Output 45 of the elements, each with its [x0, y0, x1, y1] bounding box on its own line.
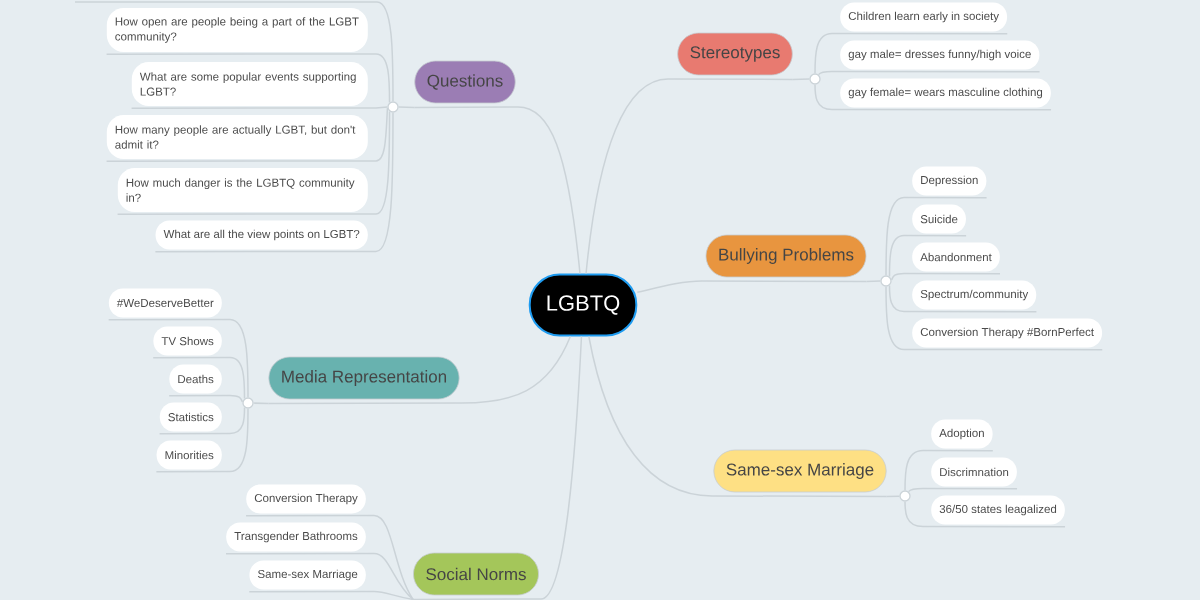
topic-bubble: Stereotypes — [677, 32, 793, 76]
branch-line — [105, 53, 391, 104]
branch-line — [888, 234, 967, 278]
branch-line — [158, 406, 246, 435]
branch-line — [152, 356, 246, 400]
branch-line — [155, 407, 249, 473]
subtopic-bubble: How open are people being a part of the LGBT community? — [106, 8, 368, 52]
subtopic-bubble: How many people are actually LGBT, but don't admit it? — [106, 115, 368, 159]
branch-line — [814, 32, 1008, 75]
subtopic-bubble: gay male= dresses funny/high voice — [840, 40, 1040, 70]
branch-line — [588, 335, 888, 498]
topic-bubble: Same-sex Marriage — [713, 449, 887, 493]
topic-bubble: Questions — [414, 60, 516, 104]
branch-line — [245, 514, 414, 600]
subtopic-bubble: Conversion Therapy #BornPerfect — [912, 318, 1103, 348]
branch-line — [814, 83, 1052, 111]
branch-line — [904, 449, 994, 492]
branch-line — [585, 78, 794, 275]
branch-line — [248, 590, 414, 600]
subtopic-bubble: How much danger is the LGBTQ community in? — [117, 168, 368, 212]
branch-line — [907, 487, 1018, 493]
branch-line — [888, 284, 1038, 313]
subtopic-bubble: What are some popular events supporting LGBT? — [131, 62, 368, 106]
branch-line — [116, 110, 391, 215]
branch-line — [225, 552, 414, 600]
branch-line — [885, 285, 1104, 351]
branch-line — [412, 335, 583, 600]
branch-line — [107, 318, 249, 399]
topic-bubble: Social Norms — [413, 552, 539, 596]
branch-line — [168, 394, 244, 403]
branch-line — [105, 107, 389, 162]
branch-line — [413, 106, 581, 275]
branch-line — [267, 335, 572, 405]
branch-line — [636, 280, 868, 294]
branch-line — [885, 196, 988, 277]
subtopic-bubble: Deaths — [169, 364, 222, 394]
branch-line — [74, 1, 394, 103]
topic-bubble: Media Representation — [268, 356, 460, 400]
topic-bubble: Bullying Problems — [705, 234, 867, 278]
branch-line — [817, 70, 1041, 76]
subtopic-bubble: gay female= wears masculine clothing — [840, 78, 1051, 108]
branch-line — [154, 111, 394, 253]
subtopic-bubble: What are all the view points on LGBT? — [155, 220, 368, 250]
branch-line — [890, 272, 1001, 281]
branch-line — [904, 500, 1066, 528]
